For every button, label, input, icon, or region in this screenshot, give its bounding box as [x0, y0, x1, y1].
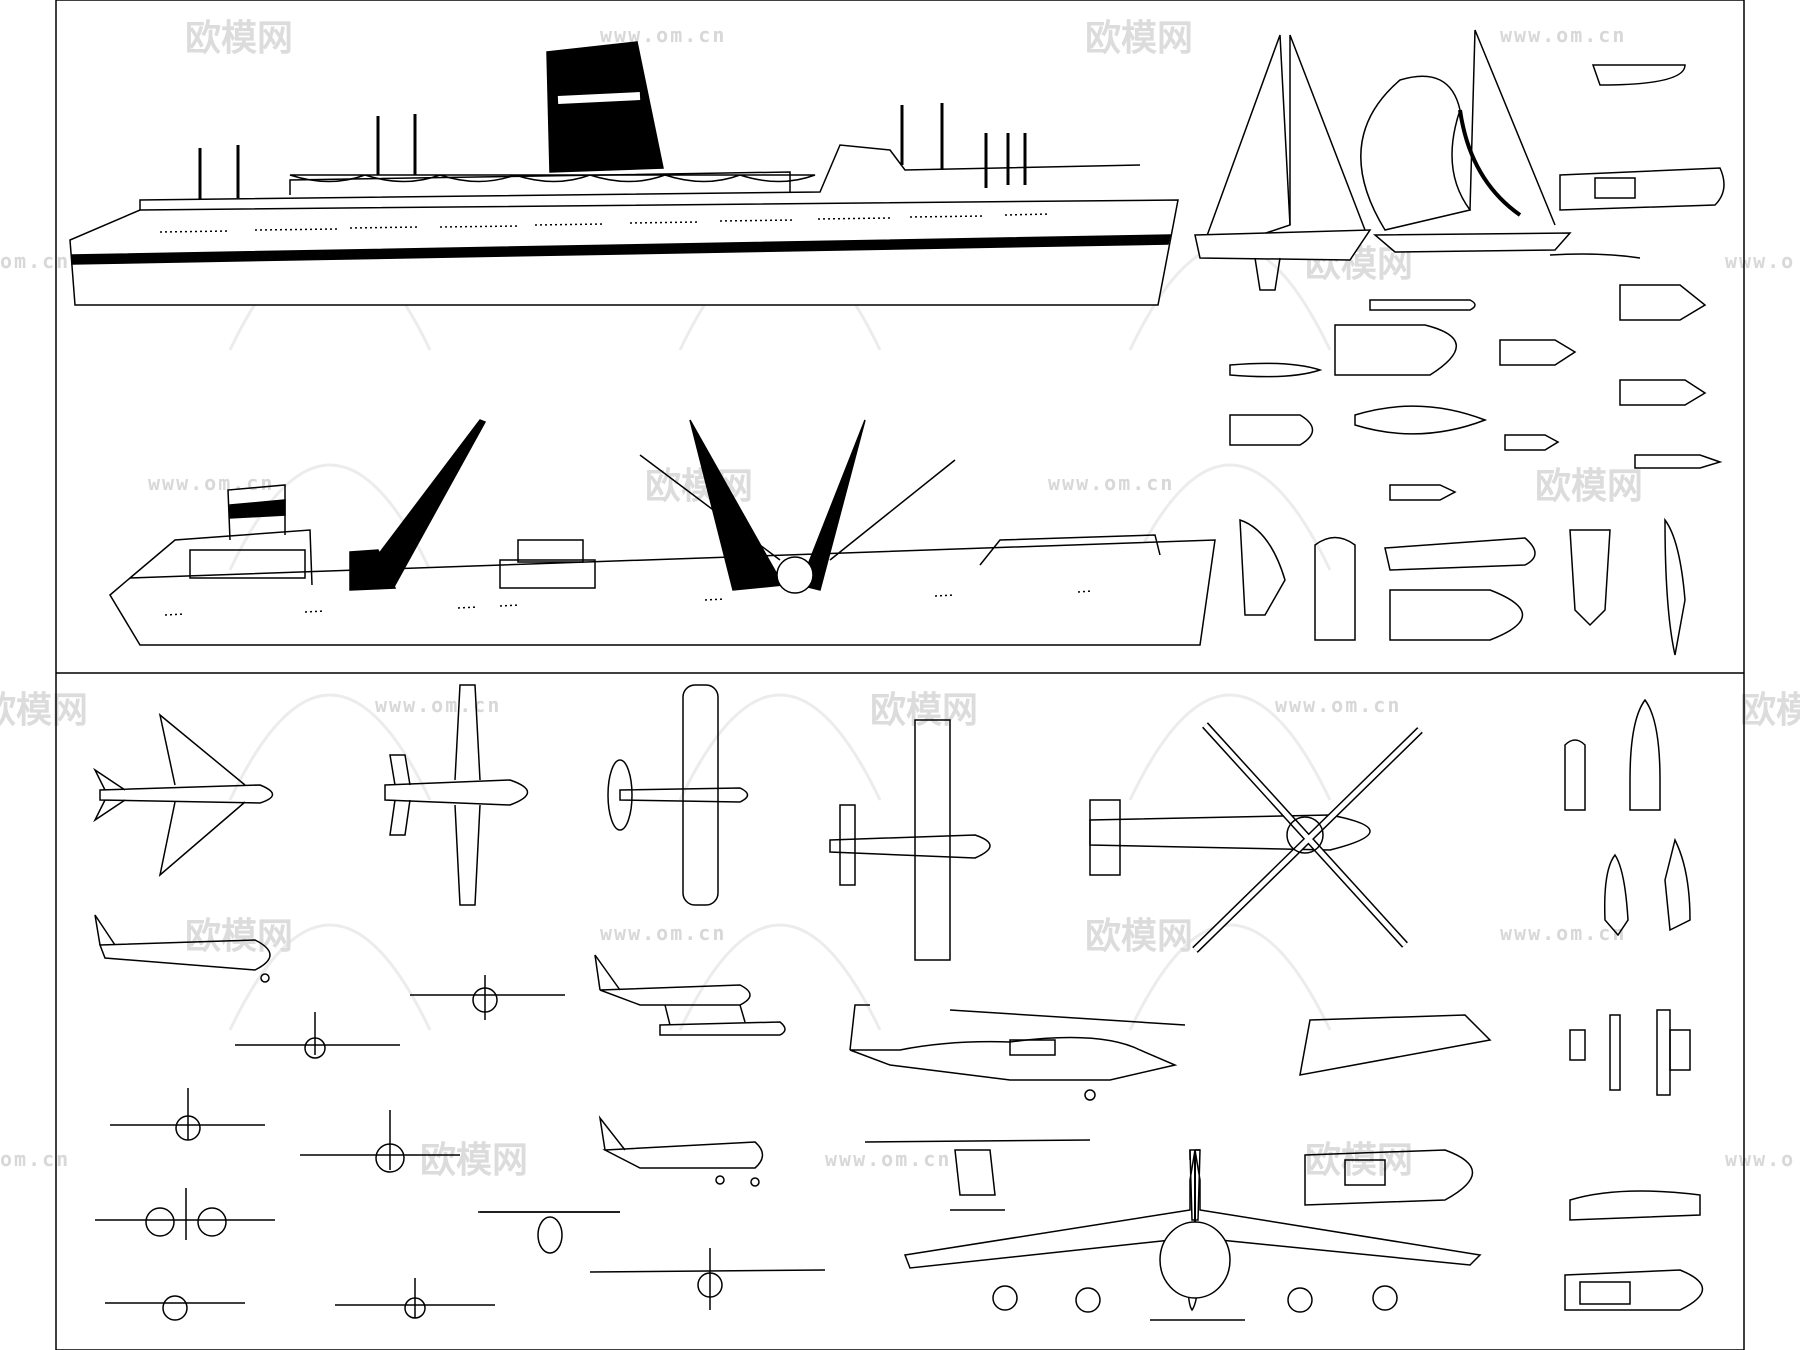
lifeboats [289, 174, 816, 183]
jumbo-jet-front-view [903, 1149, 1482, 1321]
watermark-brand: 欧模网 [185, 18, 293, 59]
watermark-url: www.om.cn [1275, 693, 1401, 717]
cruise-ship [69, 41, 1179, 306]
watermark-text-layer: 欧模网 欧模网 欧模网 欧模网 欧模网 欧模网 欧模网 欧模网 欧模网 欧模网 … [0, 18, 1800, 1181]
watermark-url-partial: www.o [1725, 1147, 1795, 1171]
small-boats-upper [1229, 64, 1725, 656]
attack-helicopter-side-view [849, 1004, 1186, 1101]
watermark-url: www.om.cn [375, 693, 501, 717]
watermark-brand: 欧模网 [645, 466, 753, 507]
cargo-plane-top-view [384, 684, 529, 906]
seaplane-side-view [594, 954, 786, 1036]
airliner-top-view [93, 713, 274, 877]
airliner-side-view [94, 914, 271, 983]
amphibian-top-view [829, 719, 991, 961]
watermark-brand: 欧模网 [870, 690, 978, 731]
watermark-url: www.om.cn [600, 23, 726, 47]
watermark-url: www.om.cn [600, 921, 726, 945]
watermark-url-partial: www.o [1725, 249, 1795, 273]
watermark-url: www.om.cn [1500, 921, 1626, 945]
sailboat-1 [1194, 34, 1372, 291]
frame [55, 0, 1745, 1350]
watermark-url: www.om.cn [148, 471, 274, 495]
watermark-url-partial: om.cn [0, 249, 70, 273]
watermark-brand: 欧模网 [420, 1140, 528, 1181]
watermark-brand: 欧模网 [185, 916, 293, 957]
lower-right-boats [1299, 698, 1703, 1311]
watermark-brand-partial: 欧模网 [0, 690, 88, 731]
watermark-url: www.om.cn [825, 1147, 951, 1171]
watermark-url: www.om.cn [1048, 471, 1174, 495]
containers [499, 539, 596, 589]
cargo-ship [109, 419, 1216, 646]
watermark-brand-partial: 欧模 [1740, 690, 1800, 731]
light-plane-top-view [607, 684, 749, 906]
helicopter-top-view [1089, 722, 1423, 953]
watermark-brand: 欧模网 [1085, 916, 1193, 957]
watermark-brand: 欧模网 [1085, 18, 1193, 59]
watermark-brand: 欧模网 [1535, 466, 1643, 507]
masts [198, 103, 1027, 200]
portholes [164, 590, 1093, 616]
sailboat-2 [1360, 29, 1641, 259]
cessna-side-view [598, 1115, 764, 1187]
watermark-url-partial: om.cn [0, 1147, 70, 1171]
portholes [159, 213, 1051, 233]
small-helicopter-front [864, 1139, 1091, 1211]
watermark-url: www.om.cn [1500, 23, 1626, 47]
